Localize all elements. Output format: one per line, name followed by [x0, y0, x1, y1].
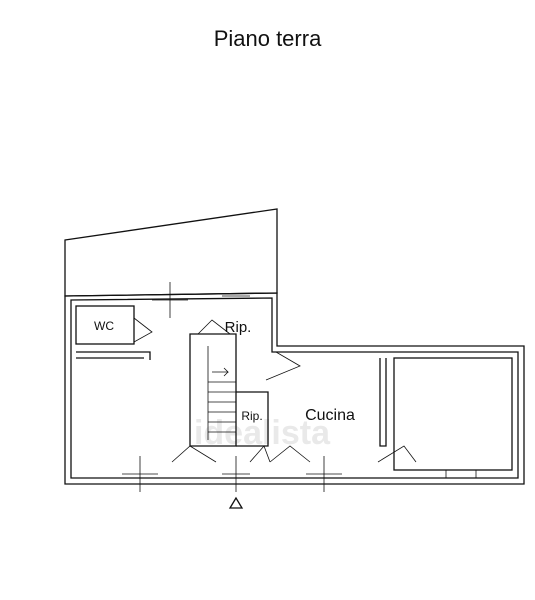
floor-title: Piano terra	[213, 26, 322, 51]
outer-walls	[64, 292, 525, 485]
left-room	[76, 351, 151, 360]
stair-block	[189, 333, 301, 447]
door-swings	[171, 319, 311, 463]
windows	[122, 282, 477, 492]
room-label-kitchen: Cucina	[305, 407, 355, 424]
room-label-storage-upper: Rip.	[225, 319, 252, 336]
entrance-triangle-icon	[228, 496, 244, 509]
room-label-storage-lower: Rip.	[241, 409, 262, 423]
room-label-wc: WC	[94, 319, 114, 333]
kitchen-room	[377, 358, 417, 463]
right-room	[393, 357, 513, 471]
courtyard	[64, 208, 278, 297]
wc-room	[75, 305, 153, 345]
